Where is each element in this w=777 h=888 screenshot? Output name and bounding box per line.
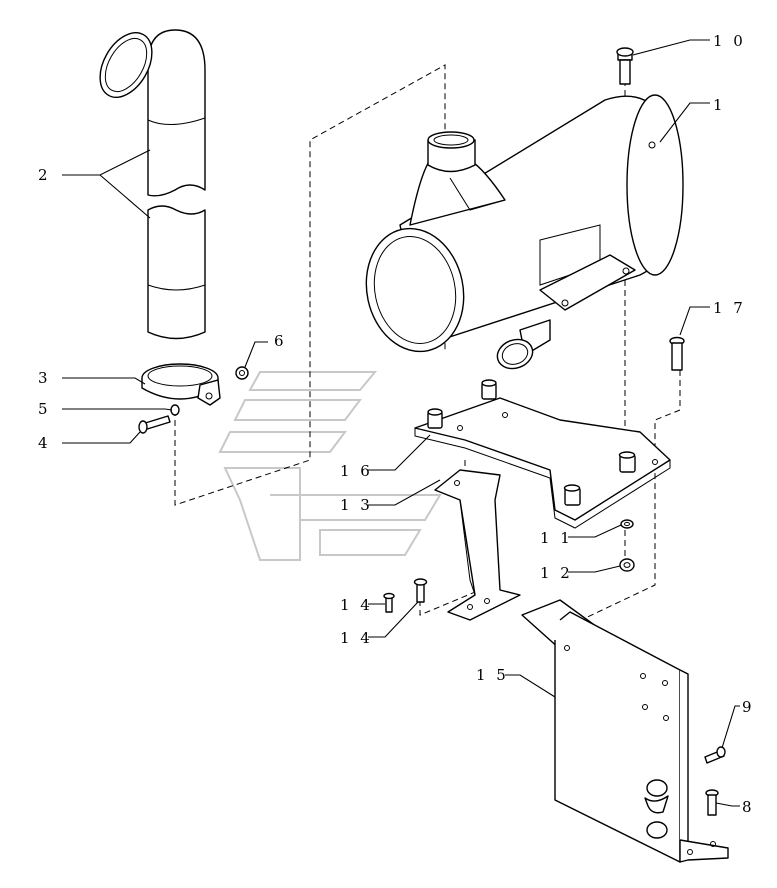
callout-5: 5 bbox=[38, 400, 51, 418]
support-strut bbox=[434, 469, 521, 621]
callout-6: 6 bbox=[274, 332, 287, 350]
lock-washer bbox=[170, 404, 180, 416]
callout-1: 1 bbox=[713, 96, 726, 114]
callout-8: 8 bbox=[742, 798, 755, 816]
intake-pipe bbox=[99, 29, 206, 340]
callout-14-upper: 1 4 bbox=[340, 596, 373, 614]
leader-lines bbox=[62, 39, 740, 807]
top-bolt bbox=[616, 47, 634, 85]
nut-12 bbox=[619, 558, 635, 572]
callout-17: 1 7 bbox=[713, 299, 746, 317]
callout-9: 9 bbox=[742, 698, 755, 716]
callout-14-lower: 1 4 bbox=[340, 629, 373, 647]
mounting-plate bbox=[414, 379, 671, 529]
callout-16: 1 6 bbox=[340, 462, 373, 480]
hose-clamp bbox=[141, 363, 221, 406]
callout-2: 2 bbox=[38, 166, 51, 184]
callout-labels: 1 2 3 4 5 6 8 9 1 0 1 1 1 2 1 3 1 4 1 4 … bbox=[38, 32, 755, 816]
clamp-nut bbox=[235, 366, 249, 380]
watermark-logo bbox=[218, 371, 442, 561]
bracket-bolt-8 bbox=[705, 789, 719, 816]
callout-11: 1 1 bbox=[540, 529, 573, 547]
washer-11 bbox=[620, 519, 634, 529]
callout-15: 1 5 bbox=[476, 666, 509, 684]
main-bracket bbox=[521, 599, 729, 863]
strut-bolts bbox=[383, 578, 428, 613]
air-filter-housing bbox=[365, 94, 684, 370]
side-bolt bbox=[669, 336, 685, 371]
callout-12: 1 2 bbox=[540, 564, 573, 582]
callout-3: 3 bbox=[38, 369, 51, 387]
callout-10: 1 0 bbox=[713, 32, 746, 50]
clamp-bolt bbox=[138, 415, 171, 434]
callout-13: 1 3 bbox=[340, 496, 373, 514]
callout-4: 4 bbox=[38, 434, 51, 452]
bracket-bolt-9 bbox=[704, 746, 726, 764]
